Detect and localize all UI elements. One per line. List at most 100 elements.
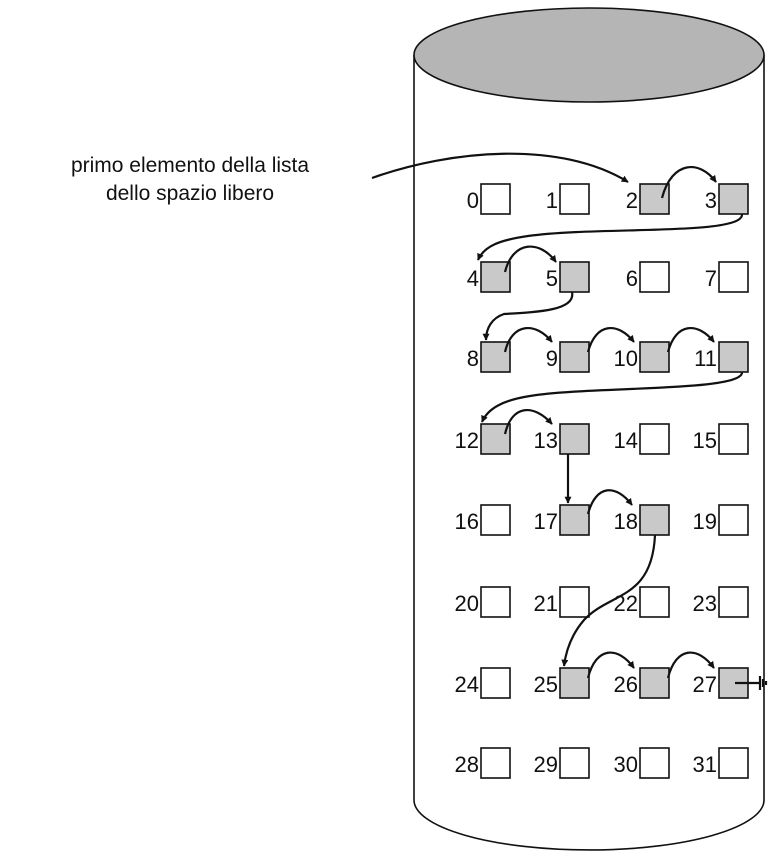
used-block-box — [639, 586, 670, 618]
block-31: 31 — [693, 747, 749, 779]
block-24: 24 — [455, 667, 511, 699]
block-19: 19 — [693, 504, 749, 536]
free-block-box — [559, 667, 590, 699]
link-8-9 — [503, 326, 553, 353]
block-number: 6 — [626, 266, 638, 291]
link-11-12 — [480, 371, 744, 423]
block-2: 2 — [626, 183, 670, 215]
block-number: 7 — [705, 266, 717, 291]
block-number: 5 — [546, 266, 558, 291]
block-number: 31 — [693, 752, 717, 777]
free-block-box — [559, 423, 590, 455]
block-number: 18 — [614, 509, 638, 534]
free-block-box — [639, 667, 670, 699]
block-number: 2 — [626, 188, 638, 213]
caption-line-1: primo elemento della lista — [70, 154, 310, 177]
block-number: 23 — [693, 591, 717, 616]
used-block-box — [718, 747, 749, 779]
used-block-box — [559, 747, 590, 779]
block-17: 17 — [534, 504, 590, 536]
block-9: 9 — [546, 341, 590, 373]
used-block-box — [718, 423, 749, 455]
block-number: 14 — [614, 428, 638, 453]
block-20: 20 — [455, 586, 511, 618]
block-number: 17 — [534, 509, 558, 534]
link-26-27 — [666, 651, 715, 679]
link-25-26 — [586, 651, 635, 679]
block-number: 26 — [614, 672, 638, 697]
block-5: 5 — [546, 261, 590, 293]
block-number: 21 — [534, 591, 558, 616]
block-number: 13 — [534, 428, 558, 453]
block-22: 22 — [614, 586, 670, 618]
block-11: 11 — [694, 341, 749, 373]
block-number: 27 — [693, 672, 717, 697]
free-list-head-label: primo elemento della lista dello spazio … — [0, 152, 380, 208]
block-number: 0 — [467, 188, 479, 213]
link-18-25 — [561, 534, 657, 667]
used-block-box — [718, 261, 749, 293]
block-4: 4 — [467, 261, 511, 293]
free-block-box — [559, 341, 590, 373]
block-13: 13 — [534, 423, 590, 455]
used-block-box — [639, 747, 670, 779]
block-16: 16 — [455, 504, 511, 536]
free-block-box — [718, 341, 749, 373]
free-block-box — [480, 261, 511, 293]
block-number: 11 — [694, 346, 717, 371]
used-block-box — [480, 586, 511, 618]
used-block-box — [480, 183, 511, 215]
free-block-box — [480, 341, 511, 373]
link-5-8 — [482, 291, 574, 341]
block-26: 26 — [614, 667, 670, 699]
block-1: 1 — [546, 183, 590, 215]
block-25: 25 — [534, 667, 590, 699]
block-30: 30 — [614, 747, 670, 779]
free-block-box — [639, 341, 670, 373]
block-number: 8 — [467, 346, 479, 371]
caption-line-2: dello spazio libero — [105, 182, 275, 205]
link-9-10 — [586, 326, 635, 353]
block-7: 7 — [705, 261, 749, 293]
used-block-box — [639, 261, 670, 293]
block-number: 29 — [534, 752, 558, 777]
block-number: 30 — [614, 752, 638, 777]
link-2-3 — [660, 166, 717, 199]
block-number: 16 — [455, 509, 479, 534]
disk-top — [413, 7, 765, 103]
free-block-box — [718, 183, 749, 215]
used-block-box — [639, 423, 670, 455]
used-block-box — [718, 586, 749, 618]
link-3-4 — [476, 213, 744, 261]
block-number: 9 — [546, 346, 558, 371]
block-29: 29 — [534, 747, 590, 779]
block-number: 22 — [614, 591, 638, 616]
free-block-box — [480, 423, 511, 455]
block-3: 3 — [705, 183, 749, 215]
block-number: 4 — [467, 266, 479, 291]
block-28: 28 — [455, 747, 511, 779]
used-block-box — [559, 586, 590, 618]
block-number: 3 — [705, 188, 717, 213]
head-pointer-arrow — [371, 152, 629, 183]
block-number: 1 — [546, 188, 558, 213]
block-18: 18 — [614, 504, 670, 536]
block-number: 19 — [693, 509, 717, 534]
free-list-links — [371, 152, 768, 690]
link-12-13 — [503, 408, 553, 435]
block-number: 20 — [455, 591, 479, 616]
block-6: 6 — [626, 261, 670, 293]
used-block-box — [559, 183, 590, 215]
free-block-box — [559, 261, 590, 293]
block-number: 28 — [455, 752, 479, 777]
block-10: 10 — [614, 341, 670, 373]
block-23: 23 — [693, 586, 749, 618]
link-4-5 — [503, 245, 557, 273]
block-number: 25 — [534, 672, 558, 697]
block-14: 14 — [614, 423, 670, 455]
block-12: 12 — [455, 423, 511, 455]
link-10-11 — [666, 326, 715, 353]
used-block-box — [480, 667, 511, 699]
